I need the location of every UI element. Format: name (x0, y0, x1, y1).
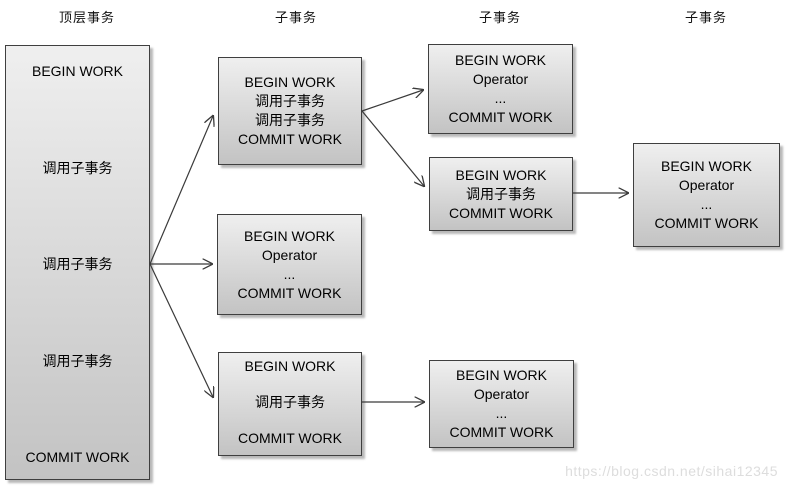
sub-transaction-box-3: BEGIN WORK Operator ... COMMIT WORK (633, 143, 780, 247)
sub-transaction-box-2c: BEGIN WORK Operator ... COMMIT WORK (429, 360, 574, 448)
sub-transaction-box-2b: BEGIN WORK 调用子事务 COMMIT WORK (429, 157, 573, 231)
statement-line: Operator (473, 386, 530, 402)
statement-line: COMMIT WORK (237, 284, 342, 301)
statement-line: COMMIT WORK (25, 449, 130, 465)
statement-line: 调用子事务 (255, 394, 325, 410)
statement-line: 调用子事务 (466, 185, 536, 202)
sub-transaction-box-1c: BEGIN WORK 调用子事务 COMMIT WORK (218, 352, 362, 456)
statement-line: COMMIT WORK (654, 215, 759, 231)
arrow-sub1a-to-sub2a (361, 90, 423, 112)
statement-line: BEGIN WORK (455, 166, 547, 183)
statement-line: Operator (261, 246, 318, 263)
statement-line: COMMIT WORK (449, 424, 554, 440)
statement-line: 调用子事务 (255, 93, 325, 109)
statement-line: COMMIT WORK (238, 430, 342, 446)
statement-line: BEGIN WORK (31, 63, 123, 79)
statement-line: COMMIT WORK (448, 109, 553, 125)
statement-line: BEGIN WORK (454, 52, 546, 68)
statement-line: 调用子事务 (42, 352, 113, 369)
statement-line: COMMIT WORK (449, 204, 553, 221)
top-transaction-box: BEGIN WORK 调用子事务 调用子事务 调用子事务 COMMIT WORK (5, 45, 150, 480)
column-header-top-transaction: 顶层事务 (58, 10, 115, 25)
statement-line: Operator (472, 71, 529, 87)
statement-line: BEGIN WORK (244, 358, 336, 374)
column-header-subtransaction-1: 子事务 (274, 10, 317, 25)
arrow-top-to-sub1c (149, 263, 213, 397)
arrow-top-to-sub1a (149, 116, 213, 265)
statement-line: 调用子事务 (255, 112, 325, 128)
sub-transaction-box-1b: BEGIN WORK Operator ... COMMIT WORK (217, 214, 362, 315)
statement-line: BEGIN WORK (455, 367, 547, 383)
sub-transaction-box-1a: BEGIN WORK 调用子事务 调用子事务 COMMIT WORK (218, 57, 362, 165)
statement-line: BEGIN WORK (244, 74, 336, 90)
watermark-text: https://blog.csdn.net/sihai12345 (565, 463, 778, 479)
statement-line: ... (700, 196, 713, 212)
column-header-subtransaction-3: 子事务 (684, 10, 727, 25)
statement-line: 调用子事务 (42, 159, 113, 176)
statement-line: ... (494, 90, 507, 106)
statement-line: 调用子事务 (42, 256, 113, 272)
statement-line: ... (283, 265, 296, 282)
column-header-subtransaction-2: 子事务 (478, 10, 521, 25)
sub-transaction-box-2a: BEGIN WORK Operator ... COMMIT WORK (428, 44, 573, 134)
statement-line: Operator (678, 177, 735, 193)
statement-line: COMMIT WORK (238, 131, 342, 147)
arrow-sub1a-to-sub2b (361, 110, 424, 186)
statement-line: BEGIN WORK (660, 158, 752, 174)
statement-line: BEGIN WORK (243, 227, 335, 244)
statement-line: ... (495, 405, 508, 421)
